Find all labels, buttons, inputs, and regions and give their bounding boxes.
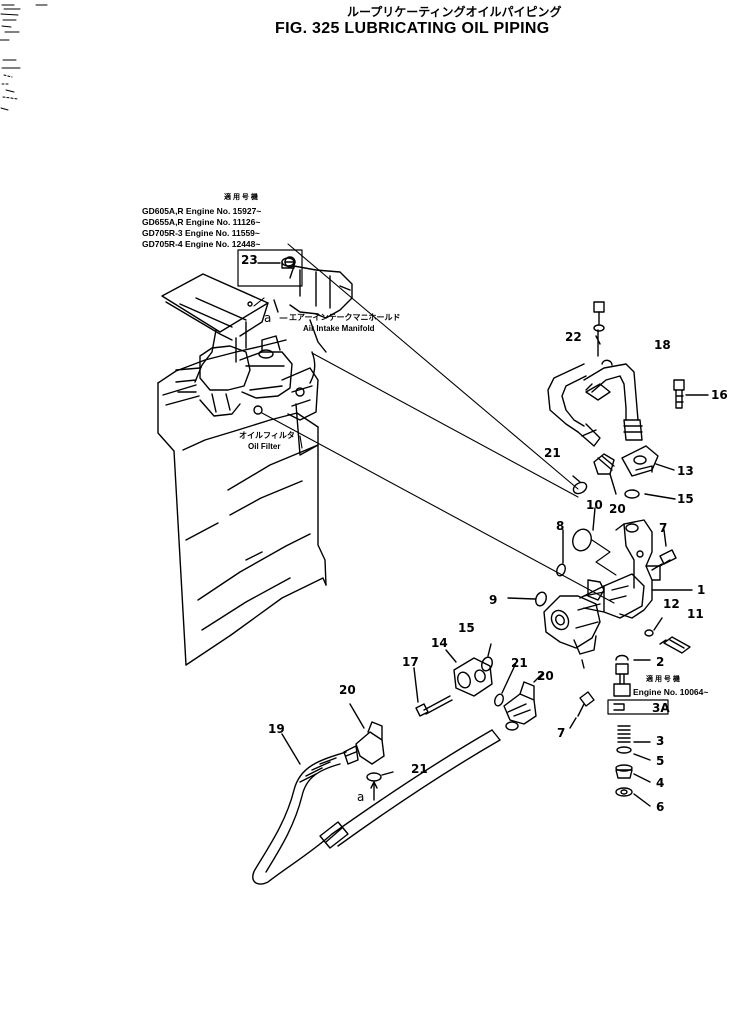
engine-no-label: Engine No. 10064~ (633, 687, 709, 697)
part-number: 3 (656, 734, 665, 748)
pipe-18 (583, 359, 643, 441)
part-number: 5 (656, 754, 665, 768)
part-number: 17 (402, 655, 419, 669)
o-rings (366, 475, 676, 782)
pipe-22 (547, 301, 611, 447)
part-number: 6 (656, 800, 665, 814)
adapter-14 (413, 649, 493, 717)
part-number: 16 (711, 388, 728, 402)
reference-a-top: a (264, 311, 272, 325)
part-number: 19 (268, 722, 285, 736)
part-number: 1 (697, 583, 706, 597)
part-number: 7 (557, 726, 566, 740)
applicability-heading: 適 用 号 機 (224, 194, 258, 201)
reference-a-bottom: a (357, 790, 365, 804)
fitting-20-upper (593, 453, 617, 495)
applicability-line: GD605A,R Engine No. 15927~ (142, 206, 262, 216)
engine-block (157, 339, 327, 666)
air-intake-manifold (161, 265, 353, 383)
applicability-line: GD655A,R Engine No. 11126~ (142, 217, 261, 227)
housing-9 (543, 591, 605, 669)
leader-lines (253, 243, 615, 604)
elbow-20-center (503, 673, 543, 731)
oil-filter-head (175, 256, 319, 421)
oil-filter-label: Oil Filter (248, 442, 281, 451)
engine-no-heading: 適 用 号 機 (646, 676, 680, 683)
part-number: 9 (489, 593, 498, 607)
part-number: 4 (656, 776, 665, 790)
oil-filter-jp-label: オイルフィルタ (239, 431, 295, 440)
part-number: 7 (659, 521, 668, 535)
air-intake-jp-label: エアーインテークマニホールド (289, 313, 401, 322)
title-japanese: ループリケーティングオイルパイピング (347, 5, 562, 19)
part-number: 20 (537, 669, 554, 683)
part-number: 22 (565, 330, 582, 344)
part-number: 20 (339, 683, 356, 697)
figure-title: FIG. 325 LUBRICATING OIL PIPING (275, 20, 550, 37)
bolt-7-upper (651, 529, 677, 571)
part-number: 15 (458, 621, 475, 635)
scan-noise (0, 4, 48, 111)
elbow-20-left (343, 703, 385, 765)
applicability-line: GD705R-3 Engine No. 11559~ (142, 228, 260, 238)
reference-arrow-a (370, 781, 378, 801)
bolt-7-lower (569, 691, 595, 729)
part-number: 3A (652, 701, 670, 715)
part-number: 13 (677, 464, 694, 478)
part-number: 15 (677, 492, 694, 506)
part-number: 2 (656, 655, 665, 669)
part-number: 18 (654, 338, 671, 352)
oil-block-1 (579, 519, 693, 619)
bolt-16 (673, 379, 709, 409)
applicability-line: GD705R-4 Engine No. 12448~ (142, 239, 261, 249)
part-number: 10 (586, 498, 603, 512)
part-number: 20 (609, 502, 626, 516)
flange-13 (621, 445, 675, 477)
part-number: 21 (544, 446, 561, 460)
hose-19 (252, 729, 501, 885)
part-number: 11 (687, 607, 704, 621)
part-number: 12 (663, 597, 680, 611)
part-number: 23 (241, 253, 258, 267)
part-number: 8 (556, 519, 565, 533)
part-number: 14 (431, 636, 448, 650)
part-23-box (237, 249, 303, 287)
bolt-11 (644, 617, 691, 654)
leader-10 (591, 539, 617, 576)
air-intake-label: Air Intake Manifold (303, 324, 375, 333)
relief-valve-stack (607, 654, 669, 807)
